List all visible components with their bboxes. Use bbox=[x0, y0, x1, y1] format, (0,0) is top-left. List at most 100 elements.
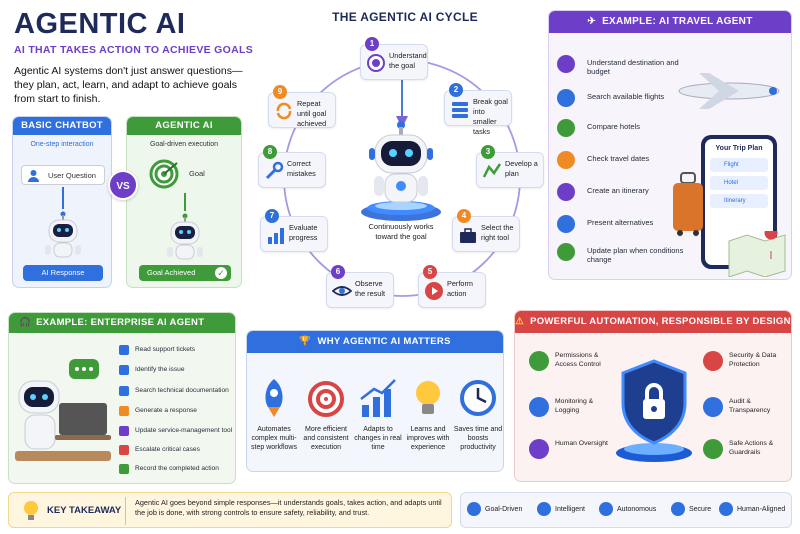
ticket-icon bbox=[119, 345, 129, 355]
automation-card: ⚠POWERFUL AUTOMATION, RESPONSIBLE BY DES… bbox=[514, 310, 792, 482]
wrench-icon bbox=[265, 161, 284, 180]
travel-item-label: Present alternatives bbox=[587, 218, 654, 227]
why-item-label: Learns and improves with experience bbox=[406, 426, 450, 451]
travel-item-label: Compare hotels bbox=[587, 122, 640, 131]
automation-item-label: Permissions & Access Control bbox=[555, 352, 601, 368]
growth-chart-icon bbox=[360, 379, 396, 417]
key-icon bbox=[529, 351, 549, 371]
why-item: More efficient and consistent execution bbox=[301, 377, 351, 452]
check-shield-icon bbox=[703, 439, 723, 459]
document-icon bbox=[119, 386, 129, 396]
trip-hotel-row: Hotel bbox=[710, 176, 768, 190]
shield-icon bbox=[671, 502, 685, 516]
feature-label: Intelligent bbox=[555, 505, 585, 513]
rocket-icon bbox=[265, 379, 283, 417]
enterprise-item-label: Generate a response bbox=[135, 407, 197, 414]
plane-icon: ✈ bbox=[587, 16, 597, 27]
target-icon bbox=[467, 502, 481, 516]
automation-title: ⚠POWERFUL AUTOMATION, RESPONSIBLE BY DES… bbox=[515, 311, 791, 333]
agentic-arrow bbox=[184, 193, 186, 211]
cycle-step-4: 4 Select the right tool bbox=[452, 209, 520, 252]
travel-item-label: Search available flights bbox=[587, 92, 665, 101]
why-item: Saves time and boosts productivity bbox=[453, 377, 503, 452]
features-bar: Goal-Driven Intelligent Autonomous Secur… bbox=[460, 492, 792, 528]
magnifier-icon bbox=[119, 365, 129, 375]
step-label: Break goal into smaller tasks bbox=[473, 97, 508, 136]
page-title: AGENTIC AI bbox=[14, 8, 186, 40]
takeaway-banner: KEY TAKEAWAY Agentic AI goes beyond simp… bbox=[8, 492, 452, 528]
travel-title: ✈EXAMPLE: AI TRAVEL AGENT bbox=[549, 11, 791, 33]
chatbot-robot-icon bbox=[45, 211, 81, 258]
takeaway-label: KEY TAKEAWAY bbox=[47, 505, 122, 516]
why-title: 🏆WHY AGENTIC AI MATTERS bbox=[247, 331, 503, 353]
chatbot-title: BASIC CHATBOT bbox=[13, 117, 111, 135]
support-robot-illustration bbox=[15, 359, 111, 461]
travel-card: ✈EXAMPLE: AI TRAVEL AGENT Understand des… bbox=[548, 10, 792, 280]
play-icon bbox=[425, 282, 443, 300]
chatbot-card: BASIC CHATBOT One-step interaction User … bbox=[12, 116, 112, 288]
feature-label: Secure bbox=[689, 505, 712, 513]
step-number: 9 bbox=[273, 85, 287, 99]
goal-achieved-label: Goal Achieved bbox=[147, 268, 196, 277]
travel-item-label: Update plan when conditions change bbox=[587, 246, 684, 264]
audit-document-icon bbox=[703, 397, 723, 417]
step-number: 3 bbox=[481, 145, 495, 159]
target-icon bbox=[149, 159, 179, 189]
goal-label: Goal bbox=[189, 169, 205, 178]
feature-item: Human-Aligned bbox=[719, 502, 785, 517]
check-icon bbox=[119, 464, 129, 474]
chatbot-caption: One-step interaction bbox=[30, 141, 94, 148]
cycle-title: THE AGENTIC AI CYCLE bbox=[332, 10, 478, 24]
why-item-label: Saves time and boosts productivity bbox=[453, 426, 503, 451]
cycle-step-1: 1 Understand the goal bbox=[360, 37, 428, 80]
step-label: Select the right tool bbox=[481, 223, 514, 242]
edit-icon bbox=[119, 406, 129, 416]
map-plan-icon bbox=[482, 163, 502, 178]
automation-item-label: Human Oversight bbox=[555, 440, 608, 447]
step-number: 8 bbox=[263, 145, 277, 159]
plane-icon bbox=[557, 89, 575, 107]
cycle-step-2: 2 Break goal into smaller tasks bbox=[444, 83, 512, 136]
refresh-icon bbox=[557, 243, 575, 261]
feature-label: Autonomous bbox=[617, 505, 657, 513]
cycle-step-8: 8 Correct mistakes bbox=[258, 145, 326, 188]
shield-icon bbox=[703, 351, 723, 371]
target-icon bbox=[308, 381, 344, 417]
step-number: 5 bbox=[423, 265, 437, 279]
cycle-step-5: 5 Perform action bbox=[418, 265, 486, 308]
step-label: Observe the result bbox=[355, 279, 386, 298]
cycle-step-7: 7 Evaluate progress bbox=[260, 209, 328, 252]
why-item-label: Adapts to changes in real time bbox=[354, 426, 402, 451]
clock-icon bbox=[460, 380, 496, 416]
ai-response-badge: AI Response bbox=[23, 265, 103, 281]
automation-item-label: Monitoring & Logging bbox=[555, 398, 594, 414]
trip-flight-row: Flight bbox=[710, 158, 768, 172]
headset-icon: 🎧 bbox=[19, 317, 32, 328]
feature-item: Autonomous bbox=[599, 502, 656, 517]
warning-icon: ⚠ bbox=[515, 316, 525, 327]
enterprise-item-label: Search technical documentation bbox=[135, 387, 229, 394]
step-label: Repeat until goal achieved bbox=[297, 99, 327, 128]
agentic-caption: Goal-driven execution bbox=[149, 141, 219, 148]
takeaway-text: Agentic AI goes beyond simple responses—… bbox=[135, 498, 442, 517]
trip-plan-title: Your Trip Plan bbox=[715, 145, 763, 152]
user-question-label: User Question bbox=[48, 171, 96, 180]
cycle-step-3: 3 Develop a plan bbox=[476, 145, 544, 188]
feature-item: Secure bbox=[671, 502, 711, 517]
step-label: Understand the goal bbox=[389, 51, 427, 70]
user-question-box: User Question bbox=[21, 165, 105, 185]
trophy-icon: 🏆 bbox=[299, 336, 312, 347]
step-number: 6 bbox=[331, 265, 345, 279]
brain-icon bbox=[537, 502, 551, 516]
cycle-step-9: 9 Repeat until goal achieved bbox=[268, 85, 336, 128]
repeat-icon bbox=[276, 102, 292, 120]
check-icon: ✓ bbox=[215, 267, 227, 279]
arrows-icon bbox=[557, 215, 575, 233]
automation-item-label: Safe Actions & Guardrails bbox=[729, 440, 774, 456]
cycle-step-6: 6 Observe the result bbox=[326, 265, 394, 308]
monitor-icon bbox=[529, 397, 549, 417]
gear-icon bbox=[599, 502, 613, 516]
chatbot-arrow bbox=[62, 187, 64, 209]
why-item: Learns and improves with experience bbox=[403, 377, 453, 452]
step-label: Correct mistakes bbox=[287, 159, 316, 178]
